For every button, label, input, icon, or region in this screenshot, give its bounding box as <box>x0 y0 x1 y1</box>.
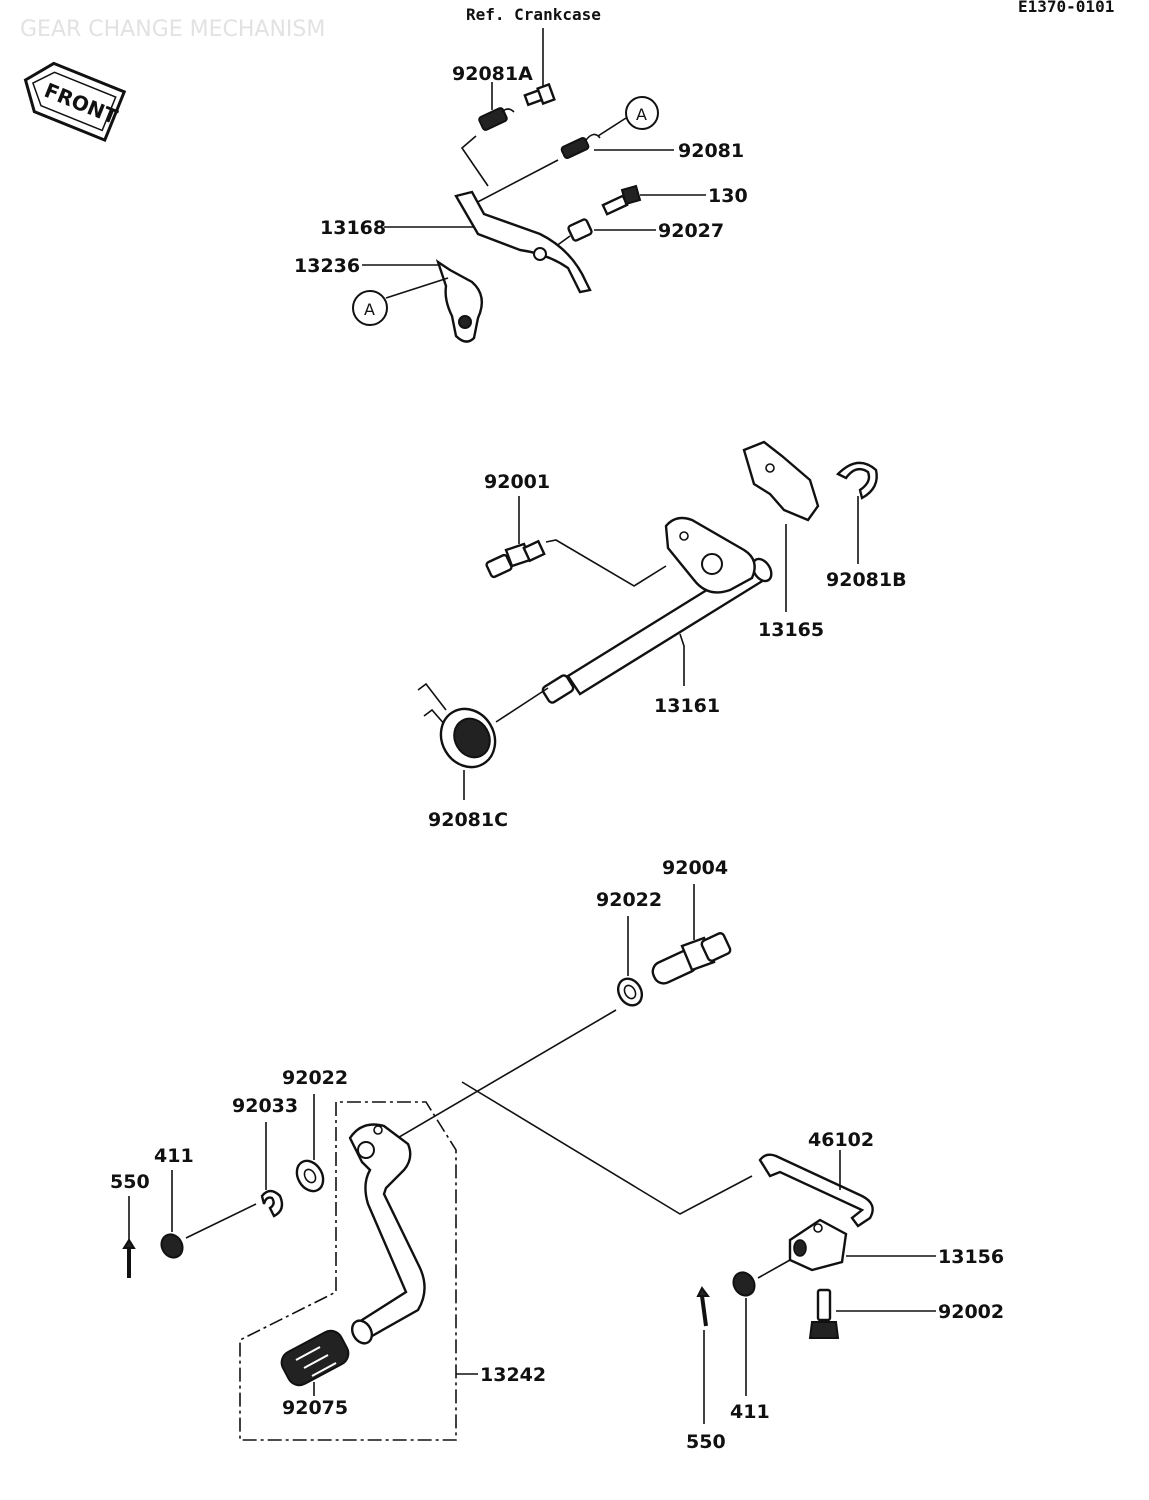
leader-92001-assembly <box>545 539 667 587</box>
label-550-right: 550 <box>686 1431 726 1453</box>
label-92081a: 92081A <box>452 63 533 85</box>
label-92001: 92001 <box>484 471 550 493</box>
label-13161: 13161 <box>654 695 720 717</box>
callout-a-bottom <box>352 290 388 326</box>
joint-13156-part <box>788 1218 848 1272</box>
rubber-92075-part <box>280 1329 350 1387</box>
pin-550-right-part <box>696 1286 710 1327</box>
label-92022-top: 92022 <box>596 889 662 911</box>
label-13168: 13168 <box>320 217 386 239</box>
leader-13156-axis <box>757 1259 791 1279</box>
label-92081: 92081 <box>678 140 744 162</box>
nut-411-left-part <box>160 1233 184 1259</box>
leader-callout-a-top <box>597 117 627 137</box>
ref-crankcase-label: Ref. Crankcase <box>466 5 601 24</box>
label-92081c: 92081C <box>428 809 508 831</box>
label-92081b: 92081B <box>826 569 907 591</box>
label-13156: 13156 <box>938 1246 1004 1268</box>
label-13242: 13242 <box>480 1364 546 1386</box>
label-411-right: 411 <box>730 1401 770 1423</box>
leader-92081-assembly <box>469 159 559 207</box>
lever-13168-part <box>454 190 592 294</box>
label-411-left: 411 <box>154 1145 194 1167</box>
collar-92027-part <box>567 218 593 242</box>
arm-13236-part <box>435 259 484 343</box>
label-130: 130 <box>708 185 748 207</box>
diagram-code: E1370-0101 <box>1018 0 1114 16</box>
nut-411-right-part <box>732 1271 756 1297</box>
label-92002: 92002 <box>938 1301 1004 1323</box>
spring-92081-part <box>560 133 601 159</box>
label-92022-left: 92022 <box>282 1067 348 1089</box>
bracket-13242 <box>239 1101 457 1441</box>
bolt-130-part <box>601 184 642 216</box>
label-92075: 92075 <box>282 1397 348 1419</box>
front-arrow-icon: FRONT <box>23 61 127 143</box>
label-92033: 92033 <box>232 1095 298 1117</box>
leader-46102-link <box>461 1081 753 1215</box>
rod-46102-part <box>758 1153 874 1228</box>
label-13165: 13165 <box>758 619 824 641</box>
shaft-13161-part <box>541 516 773 704</box>
pedal-13242-part <box>348 1123 426 1338</box>
clip-92081b-part <box>835 461 878 500</box>
label-13236: 13236 <box>294 255 360 277</box>
callout-a-top <box>625 96 659 130</box>
bolt-92002-part <box>808 1288 840 1339</box>
label-92027: 92027 <box>658 220 724 242</box>
spring-92081c-part <box>417 682 497 769</box>
callout-a-bottom-label: A <box>364 300 375 319</box>
leader-411-left-axis <box>185 1203 257 1239</box>
bolt-92004-part <box>651 932 732 985</box>
plug-92001-part <box>485 539 546 579</box>
label-46102: 46102 <box>808 1129 874 1151</box>
label-92004: 92004 <box>662 857 728 879</box>
plate-13165-part <box>742 440 820 522</box>
leader-shaft-axis <box>359 1009 617 1161</box>
pin-550-left-part <box>122 1238 136 1278</box>
leader-callout-a-bottom <box>385 277 449 299</box>
callout-a-top-label: A <box>636 105 647 124</box>
circlip-92033-part <box>260 1189 284 1218</box>
label-550-left: 550 <box>110 1171 150 1193</box>
diagram-title-watermark: GEAR CHANGE MECHANISM <box>20 17 325 42</box>
spring-92081a-part <box>478 107 515 131</box>
leader-92081a-bracket <box>460 135 489 187</box>
ref-bolt-part <box>523 82 556 107</box>
leader-13161 <box>679 633 685 686</box>
leader-92081c-assembly <box>495 687 549 723</box>
